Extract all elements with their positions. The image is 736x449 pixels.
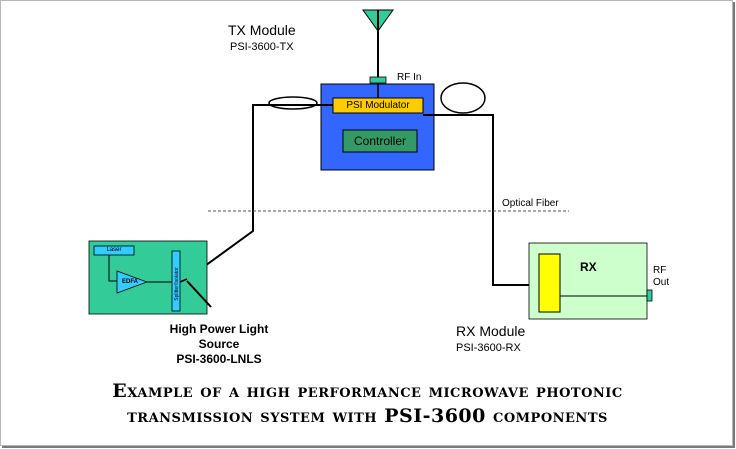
antenna-icon	[362, 9, 394, 78]
splitter-isolator-box	[171, 250, 181, 312]
tx-module-model: PSI-3600-TX	[230, 41, 294, 53]
rx-detector-box	[538, 253, 561, 313]
rx-module-model: PSI-3600-RX	[456, 342, 521, 354]
fiber-left	[186, 104, 333, 280]
light-source-model: PSI-3600-LNLS	[176, 352, 262, 366]
light-source-title-line2: Source	[198, 337, 240, 351]
rf-in-connector	[369, 76, 387, 84]
optical-fiber-label: Optical Fiber	[502, 198, 559, 209]
rf-out-connector	[646, 289, 653, 302]
fiber-coil-right	[440, 82, 486, 114]
source-output-fiber	[186, 280, 212, 308]
rf-out-line1: RF	[653, 265, 667, 276]
rf-out-line2: Out	[653, 277, 670, 288]
caption-line1: Example of a high performance microwave …	[112, 380, 623, 402]
edfa-amplifier	[116, 270, 149, 294]
fiber-right	[423, 114, 539, 286]
rx-module-title: RX Module	[456, 323, 526, 339]
laser-box	[93, 245, 135, 256]
caption-line2: transmission system with PSI-3600 compon…	[127, 405, 608, 427]
light-source-caption: High Power Light Source PSI-3600-LNLS	[141, 322, 297, 367]
edfa-label: EDFA	[121, 279, 138, 285]
tx-module-title: TX Module	[228, 22, 296, 38]
rf-out-label: RF Out	[653, 265, 669, 289]
splitter-isolator-label: Splitter/Isolator	[174, 267, 180, 301]
psi-modulator-label: PSI Modulator	[346, 100, 410, 111]
rx-box-label: RX	[580, 260, 597, 274]
fiber-coil-left	[268, 96, 318, 110]
controller-box	[342, 129, 418, 153]
controller-label: Controller	[353, 134, 407, 148]
rf-in-label: RF In	[397, 72, 422, 83]
laser-label: Laser	[106, 247, 122, 253]
light-source-title-line1: High Power Light	[169, 322, 269, 336]
